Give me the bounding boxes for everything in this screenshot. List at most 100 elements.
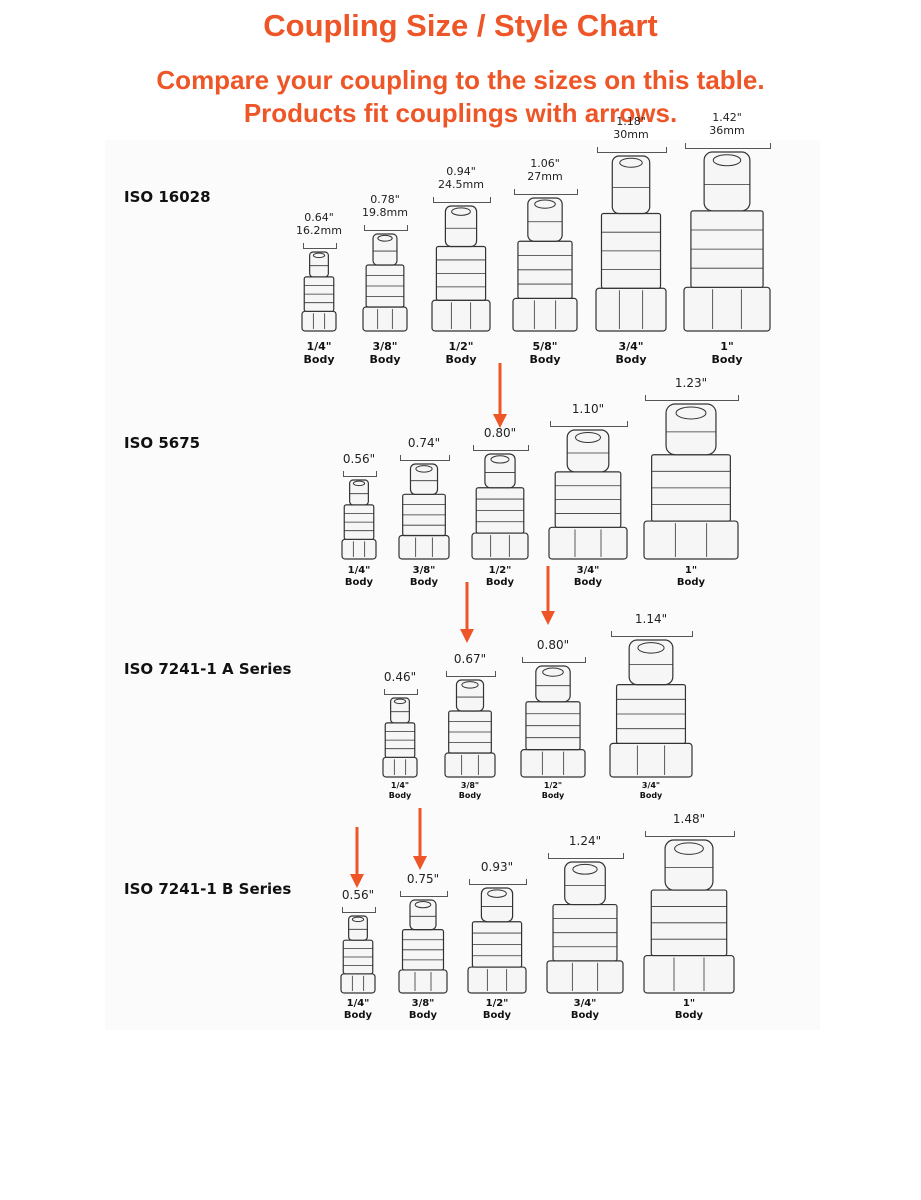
coupling-icon (398, 463, 450, 560)
body-size-label: 1"Body (697, 340, 757, 366)
dimension-label: 0.56" (319, 452, 399, 467)
dimension-inches: 0.80" (536, 638, 570, 652)
dimension-mm: 24.5mm (438, 177, 484, 191)
coupling-icon (340, 915, 376, 994)
dimension-inches: 0.75" (406, 872, 440, 886)
body-word: Body (344, 577, 374, 588)
dimension-inches: 0.74" (407, 436, 441, 450)
body-size: 3/8" (372, 340, 398, 353)
body-word: Body (676, 577, 706, 588)
body-size: 1/4" (347, 565, 371, 576)
coupling-drawing-row1-5 (595, 154, 667, 337)
body-word: Body (711, 353, 743, 367)
page-title: Coupling Size / Style Chart (263, 8, 658, 43)
body-size-label: 3/4"Body (601, 340, 661, 366)
body-size-label: 1/2"Body (467, 998, 527, 1022)
coupling-icon (683, 151, 771, 332)
dimension-line (645, 831, 735, 837)
body-size: 3/4" (618, 340, 644, 353)
row-label-iso-7241-b: ISO 7241-1 B Series (124, 880, 292, 898)
body-size-label: 1/2"Body (523, 781, 583, 800)
dimension-mm: 16.2mm (296, 223, 342, 237)
body-size: 1/4" (390, 781, 410, 790)
dimension-inches: 0.80" (483, 426, 517, 440)
coupling-icon (431, 205, 491, 332)
body-size-label: 1/2"Body (431, 340, 491, 366)
body-size-label: 1/4"Body (289, 340, 349, 366)
dimension-label: 1.14" (611, 612, 691, 627)
body-size: 3/4" (573, 998, 597, 1009)
dimension-inches: 1.18" (616, 115, 646, 128)
body-size: 1/4" (346, 998, 370, 1009)
coupling-drawing-row4-3 (467, 886, 527, 999)
body-word: Body (409, 577, 439, 588)
fit-arrow-icon (541, 566, 555, 625)
dimension-line (342, 907, 376, 913)
dimension-label: 0.94"24.5mm (421, 165, 501, 191)
dimension-mm: 36mm (709, 123, 745, 137)
dimension-line (611, 631, 693, 637)
dimension-line (522, 657, 586, 663)
body-word: Body (529, 353, 561, 367)
coupling-icon (301, 251, 337, 332)
dimension-label: 0.93" (457, 860, 537, 875)
coupling-icon (382, 697, 418, 778)
body-size-label: 3/8"Body (393, 998, 453, 1022)
coupling-drawing-row1-6 (683, 150, 771, 337)
dimension-inches: 1.48" (672, 812, 706, 826)
dimension-line (645, 395, 739, 401)
dimension-line (548, 853, 624, 859)
coupling-icon (548, 429, 628, 560)
subtitle-line-2: Products fit couplings with arrows. (243, 98, 678, 128)
dimension-inches: 1.23" (674, 376, 708, 390)
body-size: 1" (684, 565, 698, 576)
body-size: 3/4" (576, 565, 600, 576)
coupling-drawing-row2-4 (548, 428, 628, 565)
body-size: 1/2" (485, 998, 509, 1009)
coupling-icon (398, 899, 448, 994)
dimension-line (597, 147, 667, 153)
body-size-label: 1"Body (661, 565, 721, 589)
body-size-label: 3/4"Body (621, 781, 681, 800)
body-word: Body (570, 1010, 600, 1021)
body-size-label: 3/4"Body (555, 998, 615, 1022)
dimension-line (400, 455, 450, 461)
fit-arrow-icon (413, 808, 427, 870)
coupling-icon (471, 453, 529, 560)
dimension-line (446, 671, 496, 677)
body-word: Body (369, 353, 401, 367)
dimension-line (343, 471, 377, 477)
dimension-label: 1.10" (548, 402, 628, 417)
dimension-inches: 0.46" (383, 670, 417, 684)
body-size: 3/8" (460, 781, 480, 790)
coupling-icon (643, 839, 735, 994)
body-size: 1/2" (448, 340, 474, 353)
body-size-label: 3/4"Body (558, 565, 618, 589)
dimension-label: 0.56" (318, 888, 398, 903)
coupling-icon (609, 639, 693, 778)
body-size: 1/2" (488, 565, 512, 576)
coupling-drawing-row4-2 (398, 898, 448, 999)
dimension-line (364, 225, 408, 231)
coupling-icon (546, 861, 624, 994)
body-size: 1/4" (306, 340, 332, 353)
body-size: 3/8" (411, 998, 435, 1009)
dimension-inches: 0.78" (370, 193, 400, 206)
body-size-label: 1/2"Body (470, 565, 530, 589)
body-word: Body (445, 353, 477, 367)
coupling-icon (444, 679, 496, 778)
coupling-drawing-row3-3 (520, 664, 586, 783)
body-size-label: 3/8"Body (355, 340, 415, 366)
dimension-inches: 1.06" (530, 157, 560, 170)
row-label-iso-5675: ISO 5675 (124, 434, 201, 452)
coupling-drawing-row1-3 (431, 204, 491, 337)
coupling-drawing-row4-1 (340, 914, 376, 999)
body-size: 1" (720, 340, 734, 353)
subtitle-line-1: Compare your coupling to the sizes on th… (156, 65, 765, 95)
dimension-line (685, 143, 771, 149)
dimension-label: 0.78"19.8mm (345, 193, 425, 219)
dimension-line (303, 243, 337, 249)
coupling-icon (643, 403, 739, 560)
dimension-line (514, 189, 578, 195)
dimension-inches: 1.14" (634, 612, 668, 626)
